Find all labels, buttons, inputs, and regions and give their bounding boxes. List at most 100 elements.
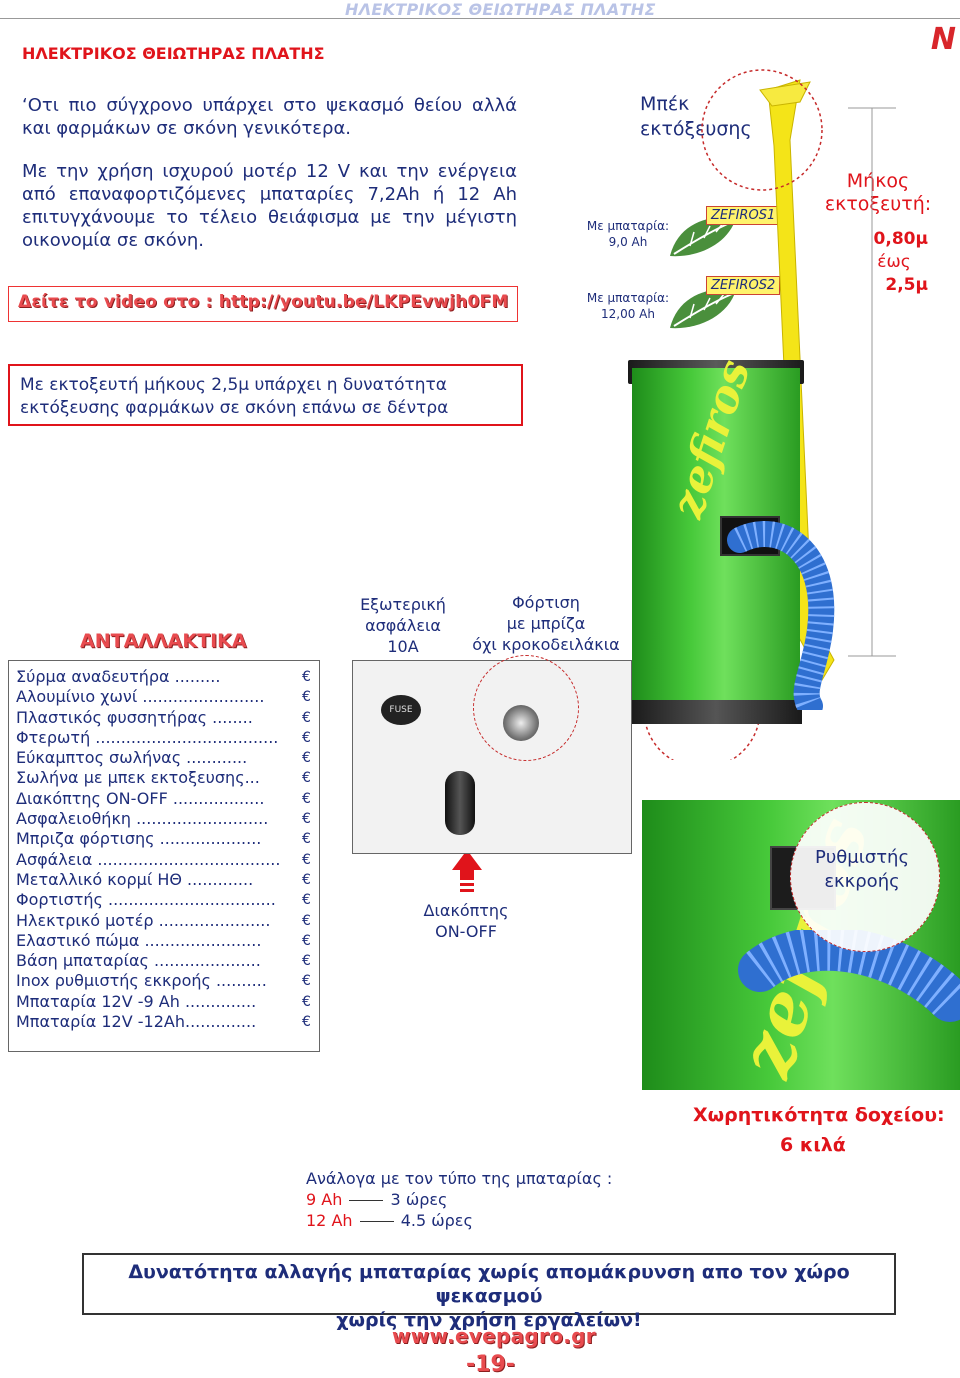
arrow-up-icon <box>452 850 482 892</box>
price-column: € € € € € € € € € € € € € € € € € € <box>302 667 311 1032</box>
charging-row-hours: 3 ώρες <box>390 1190 448 1209</box>
switch-label-line1: Διακόπτης <box>423 901 509 920</box>
charging-row-hours: 4.5 ώρες <box>400 1211 473 1230</box>
currency-symbol: € <box>302 851 311 868</box>
length-label-line2: εκτοξευτή: <box>824 193 932 215</box>
length-values: 0,80μ έως 2,5μ <box>840 228 928 297</box>
currency-symbol: € <box>302 669 311 685</box>
on-off-switch <box>445 771 475 835</box>
regulator-label-line1: Ρυθμιστής <box>814 847 910 868</box>
fuse-holder: FUSE <box>381 695 421 725</box>
video-box <box>8 286 518 322</box>
capacity-value: 6 κιλά <box>780 1134 846 1156</box>
currency-symbol: € <box>302 811 311 828</box>
list-item: Μεταλλικό κορμί ΗΘ ............. <box>16 869 254 889</box>
currency-symbol: € <box>302 750 311 767</box>
list-item: Ελαστικό πώμα ....................... <box>16 930 262 950</box>
nozzle-label: Μπέκ εκτόξευσης <box>640 92 752 142</box>
charging-row-12ah: 12 Ah 4.5 ώρες <box>306 1210 612 1231</box>
list-item: Βάση μπαταρίας ..................... <box>16 951 261 971</box>
currency-symbol: € <box>302 912 311 929</box>
charging-label-line3: όχι κροκοδειλάκια <box>472 635 620 654</box>
battery-change-line1: Δυνατότητα αλλαγής μπαταρίας χωρίς απομά… <box>128 1261 850 1307</box>
currency-symbol: € <box>302 932 311 949</box>
length-label: Μήκος εκτοξευτή: <box>818 170 938 216</box>
circle-marker <box>473 655 579 761</box>
list-item: Διακόπτης ON-OFF .................. <box>16 788 265 808</box>
fuse-label-line1: Εξωτερική <box>360 595 446 614</box>
currency-symbol: € <box>302 953 311 970</box>
currency-symbol: € <box>302 689 311 706</box>
charging-label-line2: με μπρίζα <box>506 614 586 633</box>
list-item: Ασφαλειοθήκη .......................... <box>16 809 269 829</box>
list-item: Μπριζα φόρτισης .................... <box>16 829 262 849</box>
currency-symbol: € <box>302 709 311 726</box>
currency-symbol: € <box>302 892 311 909</box>
tank-base <box>630 700 802 724</box>
list-item: Σωλήνα με μπεκ εκτοξευσης... <box>16 768 260 788</box>
battery-9ah-line2: 9,0 Ah <box>608 235 648 249</box>
list-item: Εύκαμπτος σωλήνας ............ <box>16 748 248 768</box>
spare-parts-list: Σύρμα αναδευτήρα ......... Αλουμίνιο χων… <box>16 667 280 1032</box>
battery-change-banner <box>82 1253 896 1315</box>
spare-parts-title: ΑΝΤΑΛΛΑΚΤΙΚΑ <box>80 630 247 652</box>
charging-row-9ah: 9 Ah 3 ώρες <box>306 1189 612 1210</box>
regulator-label: Ρυθμιστής εκκροής <box>798 846 926 894</box>
model-zefiros2-tag: ZEFIROS2 <box>706 276 781 295</box>
connector-line <box>349 1200 384 1201</box>
battery-12ah-line1: Με μπαταρία: <box>586 291 670 305</box>
charging-time: Ανάλογα με τον τύπο της μπαταρίας : 9 Ah… <box>306 1168 612 1231</box>
control-panel-photo: FUSE <box>352 655 632 854</box>
charging-label: Φόρτιση με μπρίζα όχι κροκοδειλάκια <box>466 592 626 655</box>
charging-time-title: Ανάλογα με τον τύπο της μπαταρίας : <box>306 1169 613 1188</box>
brand-logo: N <box>930 22 956 57</box>
currency-symbol: € <box>302 790 311 807</box>
connector-line <box>359 1221 394 1222</box>
length-to: έως <box>877 252 911 272</box>
list-item: Inox ρυθμιστής εκκροής .......... <box>16 971 267 991</box>
video-link[interactable]: Δείτε το video στο : http://youtu.be/LKP… <box>18 292 509 312</box>
section-title: ΗΛΕΚΤΡΙΚΟΣ ΘΕΙΩΤΗΡΑΣ ΠΛΑΤΗΣ <box>22 44 325 63</box>
website-link[interactable]: www.evepagro.gr <box>392 1324 596 1348</box>
currency-symbol: € <box>302 871 311 888</box>
note-line-2: εκτόξευσης φαρμάκων σε σκόνη επάνω σε δέ… <box>20 398 449 418</box>
intro-line-2: Με την χρήση ισχυρού μοτέρ 12 V και την … <box>22 161 517 251</box>
launcher-note: Με εκτοξευτή μήκους 2,5μ υπάρχει η δυνατ… <box>8 364 523 426</box>
list-item: Ασφάλεια ...............................… <box>16 849 281 869</box>
running-header: ΗΛΕΚΤΡΙΚΟΣ ΘΕΙΩΤΗΡΑΣ ΠΛΑΤΗΣ <box>345 0 656 19</box>
switch-label-line2: ON-OFF <box>435 922 497 941</box>
currency-symbol: € <box>302 770 311 787</box>
leaf-icon <box>670 289 736 329</box>
fuse-label: Εξωτερική ασφάλεια 10A <box>355 594 451 657</box>
capacity-title: Χωρητικότητα δοχείου: <box>693 1104 945 1126</box>
spare-parts-box <box>8 660 320 1052</box>
battery-change-line2: χωρίς την χρήση εργαλείων! <box>336 1309 642 1331</box>
length-max: 2,5μ <box>885 275 928 295</box>
length-label-line1: Μήκος <box>846 170 910 192</box>
list-item: Πλαστικός φυσσητήρας ........ <box>16 707 253 727</box>
regulator-label-line2: εκκροής <box>824 871 900 892</box>
battery-change-text: Δυνατότητα αλλαγής μπαταρίας χωρίς απομά… <box>82 1260 896 1332</box>
battery-9ah-label: Με μπαταρία: 9,0 Ah <box>578 218 678 250</box>
page-number: -19- <box>466 1352 515 1377</box>
hose-closeup-illustration <box>738 930 960 1022</box>
regulator-circle <box>790 802 940 952</box>
charging-label-line1: Φόρτιση <box>512 593 580 612</box>
fuse-label-line2: ασφάλεια <box>365 616 441 635</box>
battery-12ah-label: Με μπαταρία: 12,00 Ah <box>578 290 678 322</box>
tank-brand: zefiros <box>662 353 761 524</box>
intro-line-1: ‘Οτι πιο σύγχρονο υπάρχει στο ψεκασμό θε… <box>22 95 517 139</box>
currency-symbol: € <box>302 993 311 1010</box>
charging-row-battery: 9 Ah <box>306 1190 343 1209</box>
model-zefiros1-tag: ZEFIROS1 <box>706 206 781 225</box>
battery-12ah-line2: 12,00 Ah <box>601 307 655 321</box>
hose-illustration <box>727 521 835 710</box>
fuse-label-line3: 10A <box>387 637 419 656</box>
list-item: Σύρμα αναδευτήρα ......... <box>16 667 221 686</box>
fuse-cap-label: FUSE <box>389 705 413 715</box>
currency-symbol: € <box>302 729 311 746</box>
nozzle-label-line1: Μπέκ <box>640 93 690 115</box>
currency-symbol: € <box>302 831 311 848</box>
battery-9ah-line1: Με μπαταρία: <box>586 219 670 233</box>
charging-row-battery: 12 Ah <box>306 1211 353 1230</box>
